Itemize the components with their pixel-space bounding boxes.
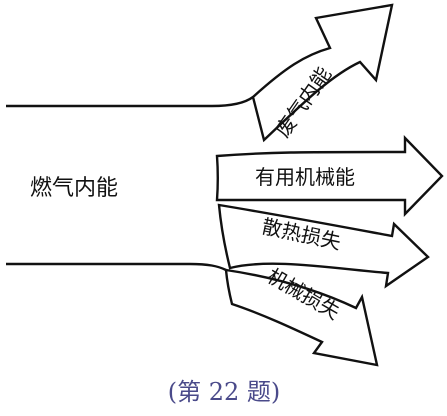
useful-energy-arrow bbox=[215, 135, 444, 217]
mechanical-loss-arrow bbox=[224, 268, 379, 367]
figure-caption: (第 22 题) bbox=[168, 378, 281, 406]
exhaust-energy-arrow bbox=[251, 3, 394, 143]
source-label: 燃气内能 bbox=[30, 176, 118, 201]
input-band-top-edge bbox=[6, 96, 254, 108]
heat-loss-arrow bbox=[217, 203, 430, 289]
input-band-bottom-edge bbox=[6, 262, 227, 272]
useful-energy-label: 有用机械能 bbox=[255, 165, 355, 189]
